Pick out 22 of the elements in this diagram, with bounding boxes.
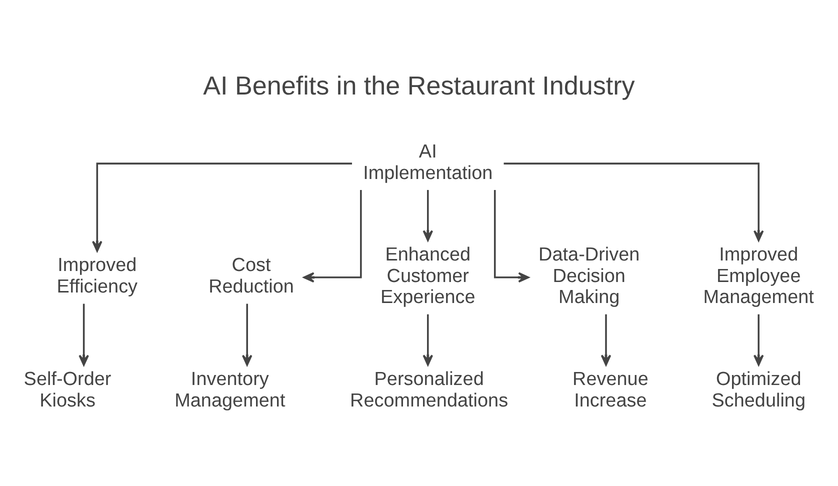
arrow — [600, 314, 612, 366]
node-text: Cost Reduction — [208, 255, 294, 298]
arrow — [494, 190, 530, 283]
node-text: Self-Order Kiosks — [24, 369, 112, 412]
arrow — [92, 162, 352, 252]
node-text: AI Implementation — [363, 141, 493, 184]
arrow — [303, 190, 362, 283]
arrow — [78, 304, 89, 366]
node-text: Data-Driven Decision Making — [538, 244, 640, 308]
arrow — [753, 314, 764, 366]
node-text: Personalized Recommendations — [350, 369, 508, 412]
node-text: Enhanced Customer Experience — [380, 244, 476, 308]
arrow — [242, 304, 252, 366]
node-text: Revenue Increase — [572, 369, 648, 412]
node-text: Inventory Management — [174, 369, 286, 412]
arrow — [504, 162, 764, 242]
node-text: Improved Employee Management — [703, 244, 814, 308]
diagram-title: AI Benefits in the Restaurant Industry — [203, 70, 635, 100]
node-text: Improved Efficiency — [56, 255, 138, 298]
node-text: Optimized Scheduling — [712, 369, 806, 412]
arrow — [422, 314, 434, 366]
arrow — [422, 190, 434, 242]
